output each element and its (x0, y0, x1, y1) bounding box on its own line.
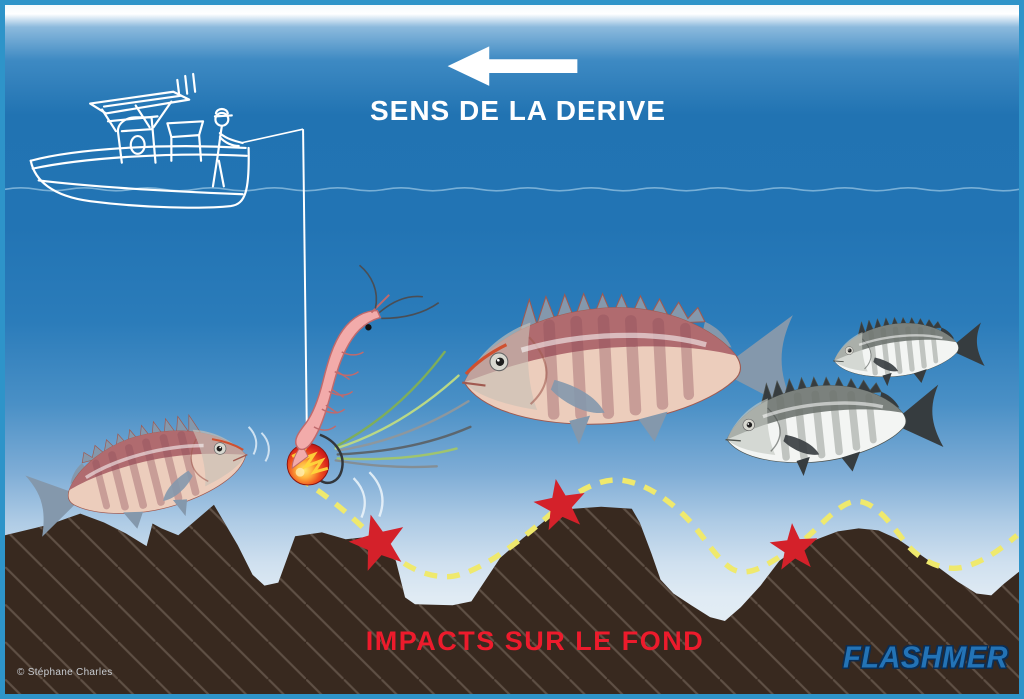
fish-motion-arcs (247, 426, 270, 462)
bounce-motion-arcs (352, 471, 384, 519)
fishing-rod (240, 128, 304, 144)
shrimp-lure (286, 264, 472, 519)
shrimp-body (291, 264, 440, 470)
skirt-strands (334, 350, 472, 469)
fishing-line (302, 129, 309, 446)
scene-art (5, 46, 1019, 694)
gray-seabream-upper-right (827, 306, 988, 394)
drift-direction-label: SENS DE LA DERIVE (369, 95, 666, 126)
flashmer-logo: FLASHMER (843, 641, 1009, 675)
seafloor (5, 504, 1019, 694)
impacts-label: IMPACTS SUR LE FOND (365, 626, 705, 656)
fishing-boat (29, 72, 304, 209)
copyright-credit: © Stéphane Charles (17, 667, 113, 678)
underwater-scene: SENS DE LA DERIVE IMPACTS SUR LE FOND FL… (5, 5, 1019, 694)
antennae (358, 264, 440, 320)
lure-bounce-path (296, 475, 1019, 580)
drift-direction-arrow (447, 46, 578, 86)
hook (319, 433, 344, 484)
